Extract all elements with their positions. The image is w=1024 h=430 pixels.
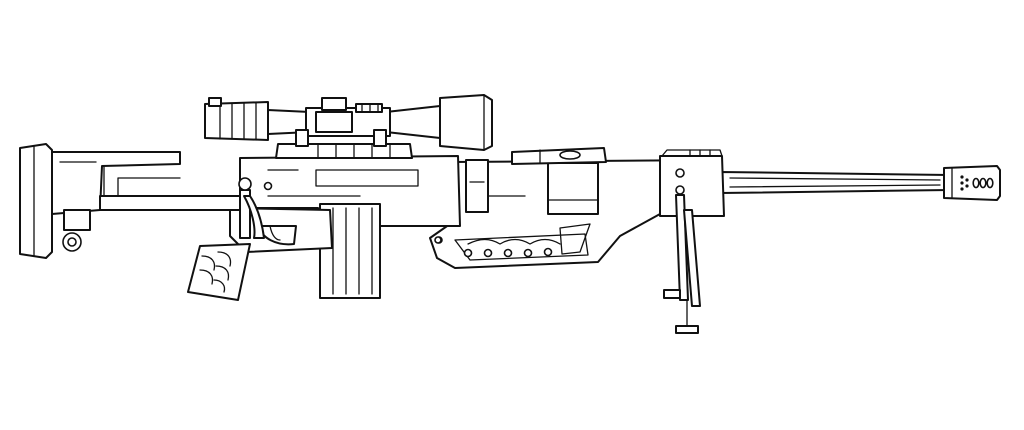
bipod [663,194,701,334]
pistol-grip [187,243,251,301]
buttstock [19,143,241,259]
muzzle-brake [943,165,1001,201]
scope-rail [275,143,413,159]
barrel-sight [511,147,607,165]
magazine [319,203,381,299]
scope [204,94,493,151]
barrel [719,171,951,194]
trigger-group [229,177,333,253]
